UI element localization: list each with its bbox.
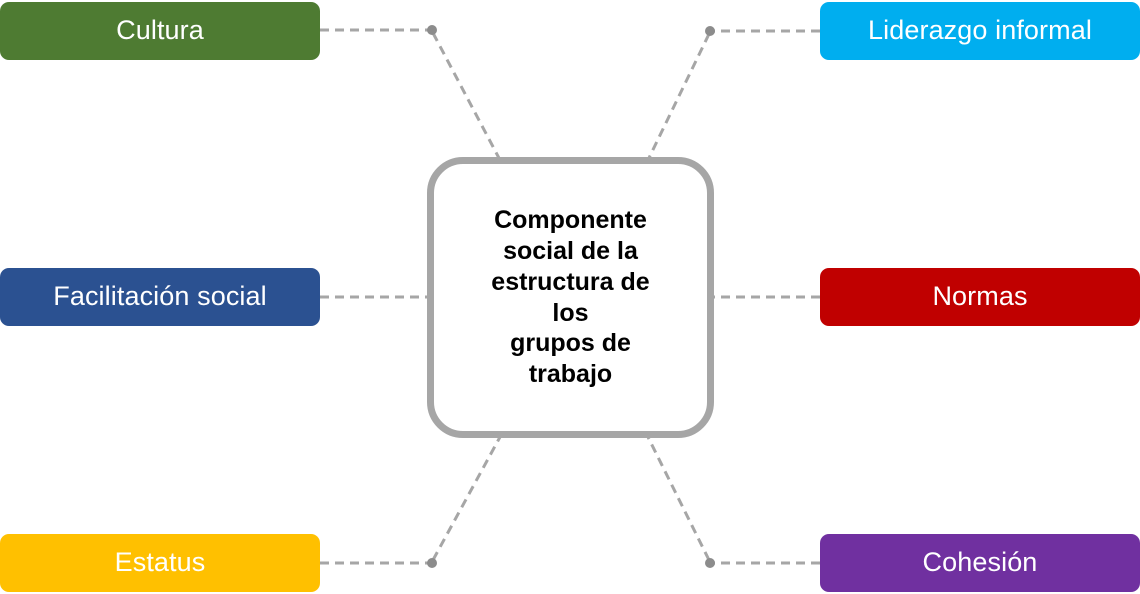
- node-normas-label: Normas: [932, 281, 1028, 312]
- node-cohesion[interactable]: Cohesión: [820, 534, 1140, 592]
- node-estatus[interactable]: Estatus: [0, 534, 320, 592]
- central-node[interactable]: Componente social de la estructura de lo…: [427, 157, 714, 438]
- connector-liderazgo-diagonal: [646, 33, 711, 161]
- connector-cohesion-diagonal: [646, 436, 711, 561]
- central-node-label: Componente social de la estructura de lo…: [491, 206, 650, 388]
- node-normas[interactable]: Normas: [820, 268, 1140, 326]
- connector-joint-cohesion: [705, 558, 715, 568]
- connector-cultura-diagonal: [431, 32, 502, 161]
- node-liderazgo-informal[interactable]: Liderazgo informal: [820, 2, 1140, 60]
- connector-joint-cultura: [427, 25, 437, 35]
- node-liderazgo-informal-label: Liderazgo informal: [868, 15, 1092, 46]
- node-cohesion-label: Cohesión: [922, 547, 1038, 578]
- connector-joint-liderazgo: [705, 26, 715, 36]
- connector-estatus-diagonal: [431, 436, 502, 561]
- node-estatus-label: Estatus: [114, 547, 206, 578]
- node-facilitacion-social[interactable]: Facilitación social: [0, 268, 320, 326]
- connector-joint-estatus: [427, 558, 437, 568]
- node-facilitacion-social-label: Facilitación social: [53, 281, 267, 312]
- node-cultura-label: Cultura: [116, 15, 204, 46]
- node-cultura[interactable]: Cultura: [0, 2, 320, 60]
